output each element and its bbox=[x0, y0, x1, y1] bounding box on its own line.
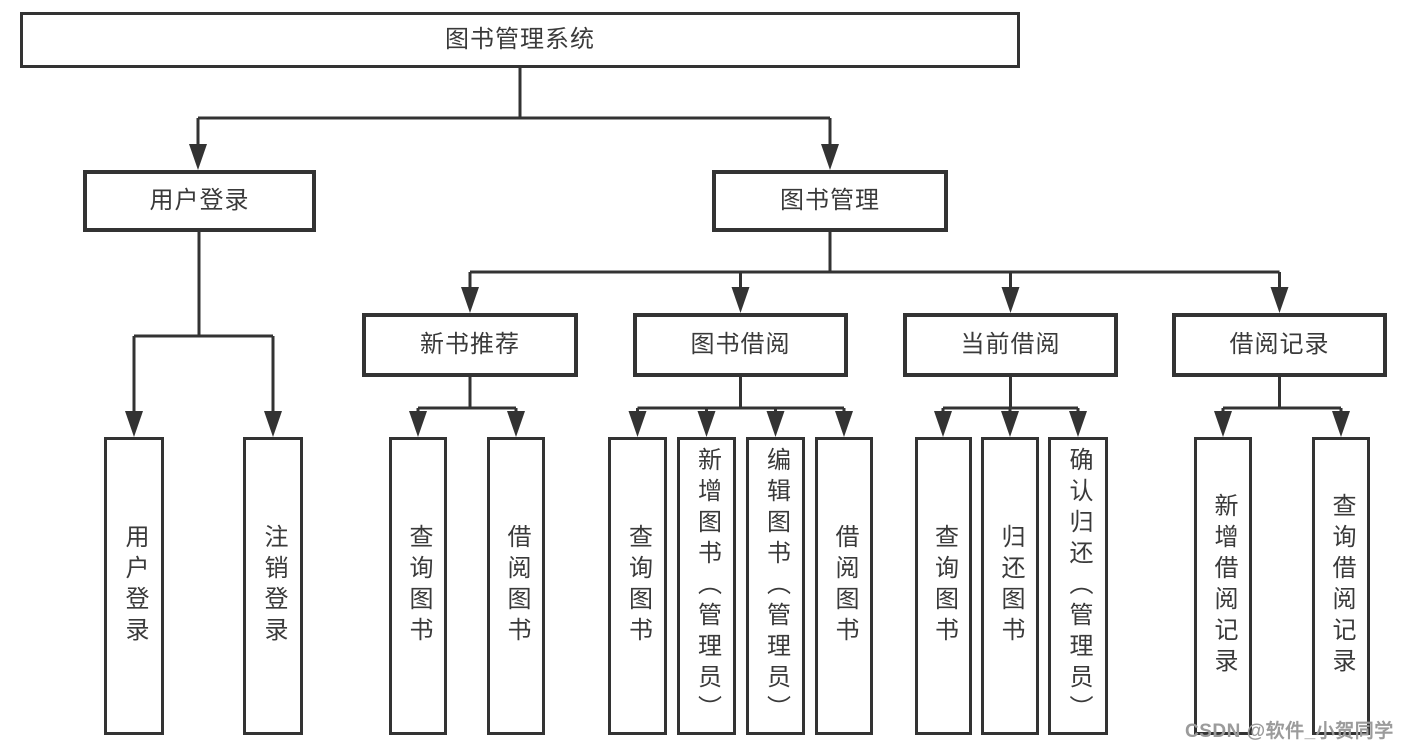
arrow-icon bbox=[1069, 411, 1087, 437]
leaf-confirm-return-admin: 确认归还（管理员） bbox=[1048, 437, 1108, 735]
arrow-icon bbox=[697, 411, 716, 437]
node-label: 借阅记录 bbox=[1229, 331, 1330, 358]
leaf-query-books-recommend: 查询图书 bbox=[389, 437, 447, 735]
node-book-management: 图书管理 bbox=[712, 170, 948, 232]
node-label: 注销登录 bbox=[260, 524, 287, 648]
csdn-watermark: CSDN @软件_小贺同学 bbox=[1185, 721, 1394, 742]
node-label: 新增图书（管理员） bbox=[693, 446, 721, 726]
node-label: 借阅图书 bbox=[503, 524, 530, 648]
arrow-icon bbox=[1001, 287, 1020, 313]
node-user-login: 用户登录 bbox=[83, 170, 316, 232]
node-label: 借阅图书 bbox=[831, 524, 858, 648]
leaf-return-books: 归还图书 bbox=[981, 437, 1039, 735]
node-label: 用户登录 bbox=[149, 187, 250, 214]
arrow-icon bbox=[731, 287, 750, 313]
leaf-add-borrow-record: 新增借阅记录 bbox=[1194, 437, 1252, 735]
leaf-query-books-borrow: 查询图书 bbox=[608, 437, 667, 735]
arrow-icon bbox=[766, 411, 785, 437]
arrow-icon bbox=[461, 287, 479, 313]
node-label: 当前借阅 bbox=[960, 331, 1061, 358]
arrow-icon bbox=[934, 411, 952, 437]
arrow-icon bbox=[628, 411, 647, 437]
leaf-logout: 注销登录 bbox=[243, 437, 303, 735]
node-label: 查询图书 bbox=[624, 524, 652, 648]
node-book-borrowing: 图书借阅 bbox=[633, 313, 848, 377]
leaf-add-books-admin: 新增图书（管理员） bbox=[677, 437, 736, 735]
node-borrowing-records: 借阅记录 bbox=[1172, 313, 1387, 377]
connector-lines bbox=[132, 68, 1343, 415]
leaf-edit-books-admin: 编辑图书（管理员） bbox=[746, 437, 805, 735]
leaf-query-books-current: 查询图书 bbox=[915, 437, 972, 735]
leaf-borrow-books-recommend: 借阅图书 bbox=[487, 437, 545, 735]
arrow-icon bbox=[1332, 411, 1350, 437]
node-label: 图书借阅 bbox=[690, 331, 791, 358]
arrow-icon bbox=[125, 411, 143, 437]
node-label: 新书推荐 bbox=[420, 331, 520, 358]
arrow-icon bbox=[821, 144, 839, 170]
arrow-icon bbox=[1214, 411, 1232, 437]
arrow-icon bbox=[1001, 411, 1019, 437]
arrow-icon bbox=[507, 411, 525, 437]
leaf-borrow-books: 借阅图书 bbox=[815, 437, 873, 735]
leaf-user-login: 用户登录 bbox=[104, 437, 164, 735]
node-label: 用户登录 bbox=[121, 524, 148, 648]
node-label: 查询借阅记录 bbox=[1328, 493, 1355, 679]
node-label: 图书管理系统 bbox=[445, 26, 595, 53]
node-label: 图书管理 bbox=[780, 187, 880, 214]
arrow-icon bbox=[1270, 287, 1289, 313]
node-label: 编辑图书（管理员） bbox=[762, 446, 790, 726]
node-new-book-recommendation: 新书推荐 bbox=[362, 313, 578, 377]
node-label: 归还图书 bbox=[997, 524, 1024, 648]
node-current-borrowing: 当前借阅 bbox=[903, 313, 1118, 377]
node-library-management-system: 图书管理系统 bbox=[20, 12, 1020, 68]
node-label: 查询图书 bbox=[930, 524, 958, 648]
arrow-icon bbox=[264, 411, 282, 437]
leaf-query-borrow-record: 查询借阅记录 bbox=[1312, 437, 1370, 735]
arrow-icon bbox=[835, 411, 853, 437]
arrow-icon bbox=[189, 144, 207, 170]
arrow-icon bbox=[409, 411, 427, 437]
node-label: 新增借阅记录 bbox=[1210, 493, 1237, 679]
node-label: 查询图书 bbox=[405, 524, 432, 648]
node-label: 确认归还（管理员） bbox=[1065, 446, 1092, 726]
arrowheads bbox=[125, 144, 1350, 437]
